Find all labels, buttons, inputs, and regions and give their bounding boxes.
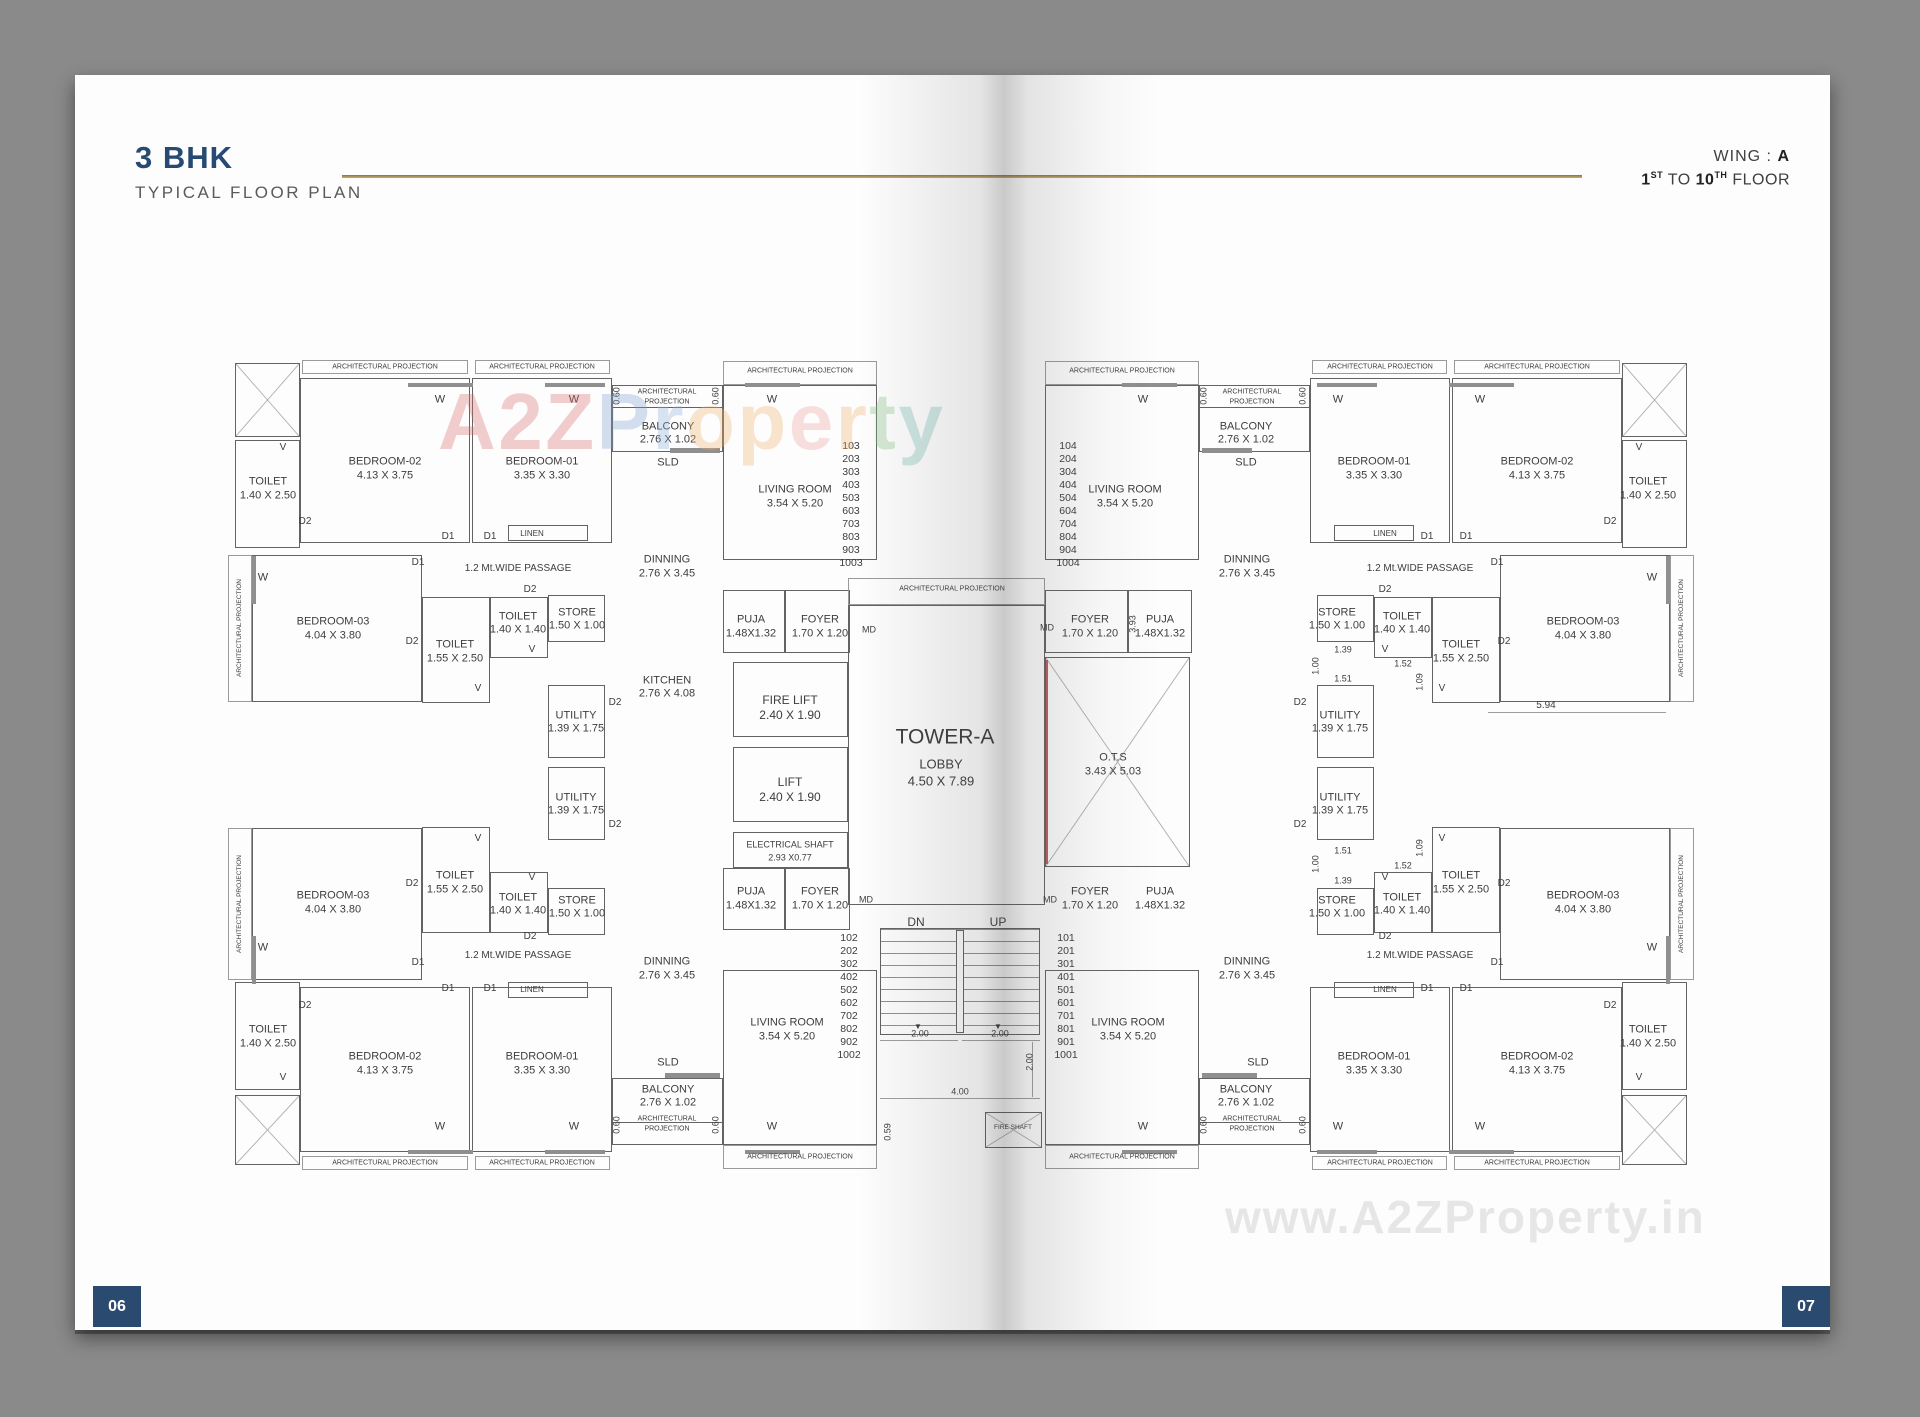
page-number-right: 07 <box>1782 1286 1830 1327</box>
page-subtitle: TYPICAL FLOOR PLAN <box>135 183 363 202</box>
floor-to: 10 <box>1695 171 1715 189</box>
floor-from: 1 <box>1641 171 1651 189</box>
page-title: 3 BHK <box>135 140 234 175</box>
wing-line: WING : A <box>1500 148 1790 166</box>
floor-to-ordinal: TH <box>1714 170 1728 180</box>
wing-info-block: WING : A 1ST TO 10TH FLOOR <box>1500 148 1790 189</box>
gold-divider-line <box>342 175 1582 178</box>
page-number-left: 06 <box>93 1286 141 1327</box>
page-spread <box>75 75 1830 1330</box>
floor-from-ordinal: ST <box>1650 170 1664 180</box>
floor-range-line: 1ST TO 10TH FLOOR <box>1500 170 1790 189</box>
wing-label: WING : <box>1713 148 1772 165</box>
floor-mid: TO <box>1663 171 1696 189</box>
floor-tail: FLOOR <box>1727 171 1790 189</box>
wing-value: A <box>1777 148 1790 165</box>
